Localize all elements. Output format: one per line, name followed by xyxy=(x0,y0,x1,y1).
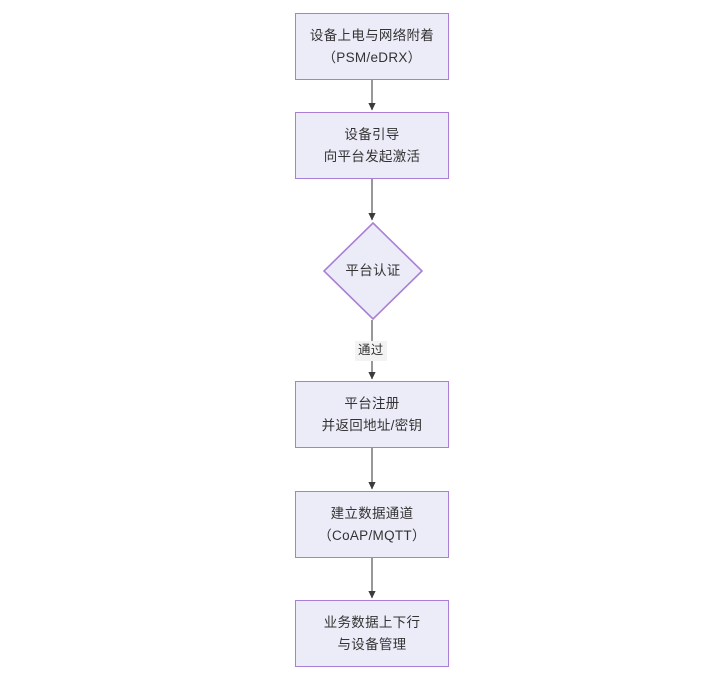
node-business-data[interactable]: 业务数据上下行 与设备管理 xyxy=(295,600,449,667)
node-label: 设备上电与网络附着 （PSM/eDRX） xyxy=(309,27,435,65)
node-platform-authentication[interactable]: 平台认证 xyxy=(323,222,423,320)
node-label: 设备引导 向平台发起激活 xyxy=(323,126,421,164)
node-data-channel[interactable]: 建立数据通道 （CoAP/MQTT） xyxy=(295,491,449,558)
node-device-power-on[interactable]: 设备上电与网络附着 （PSM/eDRX） xyxy=(295,13,449,80)
node-label: 业务数据上下行 与设备管理 xyxy=(323,614,421,652)
node-label: 平台认证 xyxy=(345,263,401,279)
node-device-bootstrap[interactable]: 设备引导 向平台发起激活 xyxy=(295,112,449,179)
diamond-shape xyxy=(323,222,423,320)
node-platform-registration[interactable]: 平台注册 并返回地址/密钥 xyxy=(295,381,449,448)
node-label: 建立数据通道 （CoAP/MQTT） xyxy=(318,505,426,543)
edge-label-pass: 通过 xyxy=(355,341,387,361)
node-label: 平台注册 并返回地址/密钥 xyxy=(321,395,423,433)
